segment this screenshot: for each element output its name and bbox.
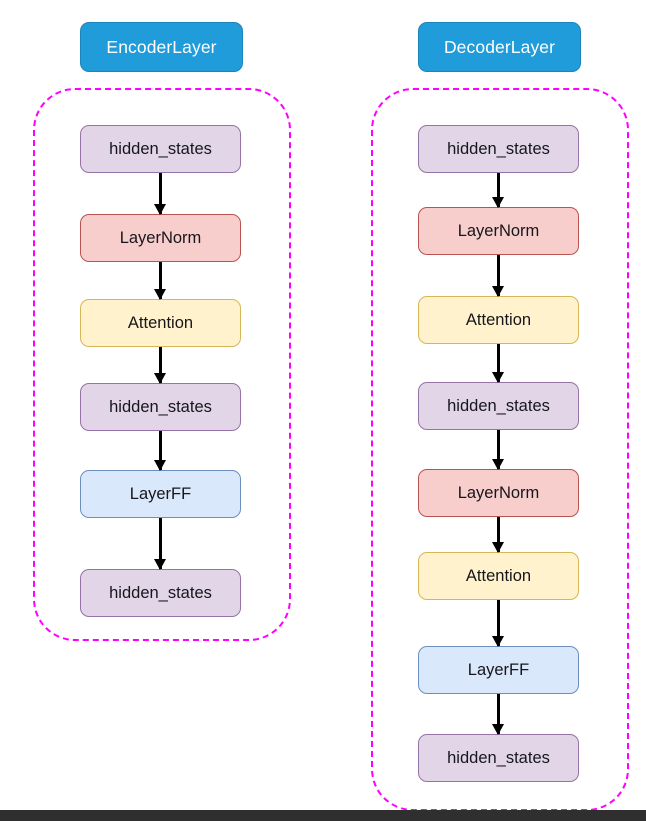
decoder-node-attention-2[interactable]: Attention — [418, 552, 579, 600]
encoder-arrow-5 — [159, 518, 162, 569]
decoder-arrow-1 — [497, 173, 500, 207]
encoder-group-outline — [33, 88, 291, 641]
decoder-node-hidden-states-3[interactable]: hidden_states — [418, 734, 579, 782]
bottom-chrome-bar — [0, 810, 646, 821]
decoder-arrow-2 — [497, 255, 500, 296]
encoder-arrow-3 — [159, 347, 162, 383]
encoder-arrow-1 — [159, 173, 162, 214]
encoder-node-layerff-1[interactable]: LayerFF — [80, 470, 241, 518]
decoder-node-hidden-states-2[interactable]: hidden_states — [418, 382, 579, 430]
decoder-layer-header[interactable]: DecoderLayer — [418, 22, 581, 72]
decoder-node-layerff-1[interactable]: LayerFF — [418, 646, 579, 694]
decoder-node-layernorm-1[interactable]: LayerNorm — [418, 207, 579, 255]
encoder-arrow-2 — [159, 262, 162, 299]
encoder-node-hidden-states-3[interactable]: hidden_states — [80, 569, 241, 617]
decoder-arrow-3 — [497, 344, 500, 382]
encoder-node-hidden-states-1[interactable]: hidden_states — [80, 125, 241, 173]
decoder-node-hidden-states-1[interactable]: hidden_states — [418, 125, 579, 173]
decoder-arrow-4 — [497, 430, 500, 469]
decoder-node-layernorm-2[interactable]: LayerNorm — [418, 469, 579, 517]
encoder-node-attention-1[interactable]: Attention — [80, 299, 241, 347]
encoder-layer-header[interactable]: EncoderLayer — [80, 22, 243, 72]
encoder-node-hidden-states-2[interactable]: hidden_states — [80, 383, 241, 431]
encoder-node-layernorm-1[interactable]: LayerNorm — [80, 214, 241, 262]
decoder-arrow-5 — [497, 517, 500, 552]
encoder-arrow-4 — [159, 431, 162, 470]
decoder-arrow-6 — [497, 600, 500, 646]
decoder-arrow-7 — [497, 694, 500, 734]
decoder-node-attention-1[interactable]: Attention — [418, 296, 579, 344]
